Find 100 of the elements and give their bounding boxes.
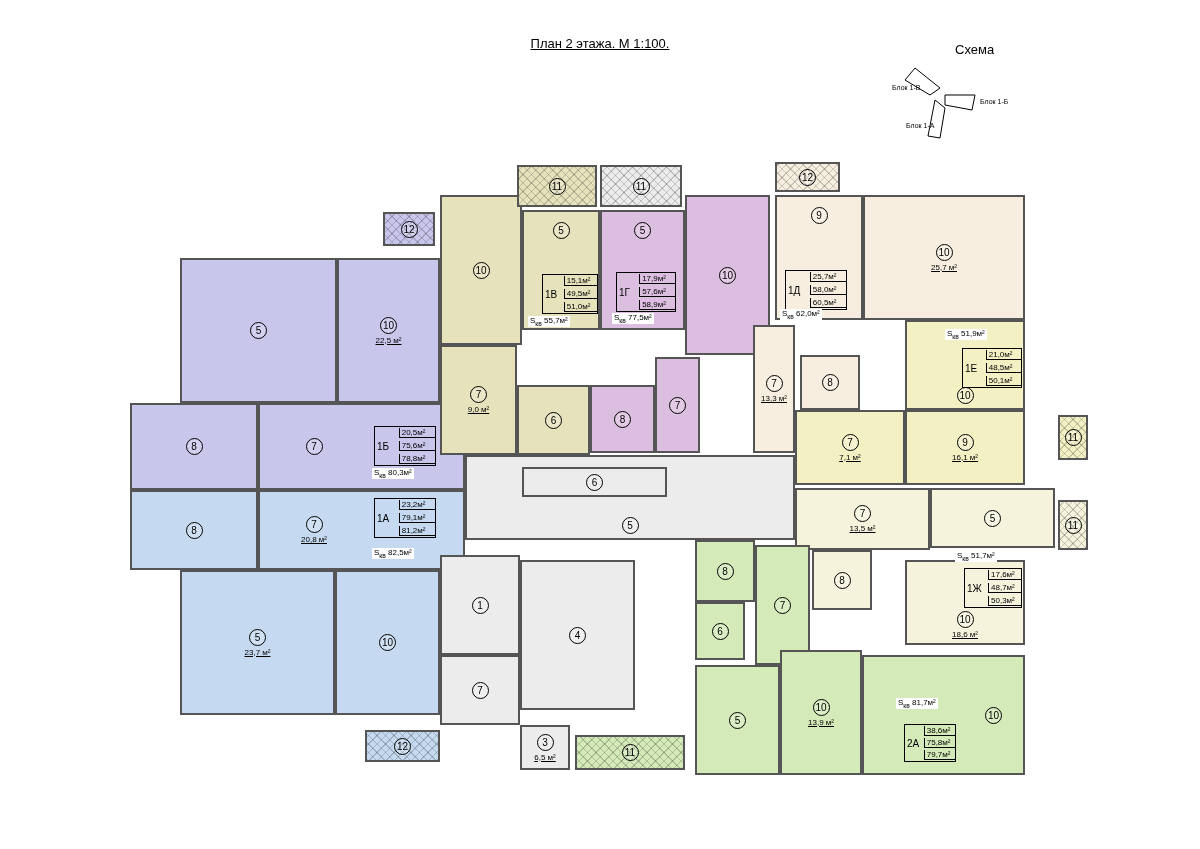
room-area-label: 7,1 м² <box>839 452 861 462</box>
room-area <box>180 570 335 715</box>
plan-title: План 2 этажа. М 1:100. <box>530 36 670 51</box>
common-area <box>520 725 570 770</box>
room-area <box>795 488 930 550</box>
room-number: 10 <box>472 261 490 279</box>
apartment-code: 2А <box>906 737 921 749</box>
room-area-label: 13,5 м² <box>849 524 876 533</box>
room-area <box>335 570 440 715</box>
room-number: 5 <box>250 322 267 339</box>
room-area-label: 13,3 м² <box>761 394 787 403</box>
room-area <box>600 210 685 330</box>
room-number: 10 <box>719 266 736 284</box>
room-area <box>130 403 258 490</box>
room-number: 11 <box>621 744 639 761</box>
room-number: 7 <box>471 681 489 699</box>
balcony-area <box>517 165 597 207</box>
apartment-code: 1Б <box>376 440 391 452</box>
room-area-label: 23,7 м² <box>244 647 271 657</box>
apartment-summary-table <box>374 498 436 538</box>
room-area <box>905 320 1025 410</box>
apartment-code: 1В <box>544 288 559 300</box>
balcony-area <box>575 735 685 770</box>
apartment-code: 1Д <box>787 284 802 296</box>
room-area <box>775 195 863 320</box>
area-value: 79,7м² <box>923 750 955 760</box>
area-value: 58,9м² <box>639 299 675 310</box>
room-number: 6 <box>711 622 729 640</box>
room-area <box>590 385 655 453</box>
room-number: 10 <box>956 387 974 404</box>
common-area <box>465 455 795 540</box>
room-area-label: 16,1 м² <box>952 452 978 462</box>
room-number: 9 <box>956 433 974 451</box>
room-number: 8 <box>614 410 631 428</box>
room-area <box>337 258 440 403</box>
total-area-label: S$_{кв}$ 51,7м² <box>955 551 997 562</box>
room-area <box>695 540 755 602</box>
room-number: 7 <box>765 375 783 392</box>
room-area-label: 25,7 м² <box>931 262 957 272</box>
balcony-area <box>383 212 435 246</box>
room-area-label: 22,5 м² <box>375 335 402 345</box>
balcony-area <box>365 730 440 762</box>
room-area <box>862 655 1025 775</box>
area-value: 23,2м² <box>398 500 435 511</box>
apartment-code: 1Ж <box>966 582 983 594</box>
total-area-label: S$_{кв}$ 51,9м² <box>945 329 987 340</box>
area-value: 58,0м² <box>809 285 846 295</box>
room-number: 12 <box>799 168 816 186</box>
total-area-label: S$_{кв}$ 55,7м² <box>528 316 570 327</box>
area-value: 25,7м² <box>809 272 846 283</box>
room-number: 6 <box>545 411 562 429</box>
room-area <box>695 665 780 775</box>
common-area <box>520 560 635 710</box>
room-area <box>930 488 1055 548</box>
balcony-area <box>1058 415 1088 460</box>
room-area-label: 9,0 м² <box>467 405 490 414</box>
room-area <box>753 325 795 453</box>
room-number: 5 <box>984 509 1001 527</box>
room-area <box>258 490 465 570</box>
total-area-label: S$_{кв}$ 82,5м² <box>372 548 414 559</box>
area-value: 50,1м² <box>985 375 1021 386</box>
common-area <box>440 555 520 655</box>
area-value: 17,6м² <box>988 570 1021 581</box>
room-number: 10 <box>380 316 397 334</box>
room-area-label: 20,8 м² <box>301 535 327 544</box>
area-value: 15,1м² <box>563 276 597 287</box>
area-value: 75,8м² <box>923 738 955 748</box>
room-area <box>905 560 1025 645</box>
area-value: 51,0м² <box>563 301 597 312</box>
room-area-label: 18,6 м² <box>952 630 978 639</box>
balcony-area <box>1058 500 1088 550</box>
room-number: 1 <box>471 596 489 614</box>
scheme-heading: Схема <box>955 42 995 57</box>
common-area <box>440 655 520 725</box>
room-number: 3 <box>536 733 554 751</box>
room-area <box>685 195 770 355</box>
room-number: 10 <box>812 698 830 716</box>
area-value: 79,1м² <box>398 513 435 523</box>
room-number: 8 <box>833 571 851 589</box>
room-number: 10 <box>379 634 396 651</box>
apartment-summary-table <box>962 348 1022 388</box>
room-area <box>258 403 465 490</box>
room-area <box>755 545 810 665</box>
balcony-area <box>775 162 840 192</box>
room-area <box>863 195 1025 320</box>
room-area <box>522 210 600 330</box>
total-area-label: S$_{кв}$ 62,0м² <box>780 309 822 320</box>
room-number: 11 <box>632 177 650 195</box>
area-value: 78,8м² <box>398 453 435 464</box>
room-area <box>800 355 860 410</box>
room-number: 11 <box>1064 516 1082 534</box>
total-area-label: S$_{кв}$ 77,5м² <box>612 313 654 324</box>
room-number: 7 <box>841 433 859 451</box>
room-number: 7 <box>774 596 791 614</box>
room-number: 6 <box>586 473 603 491</box>
apartment-code: 1Е <box>964 362 979 374</box>
area-value: 20,5м² <box>398 428 435 439</box>
room-area <box>905 410 1025 485</box>
apartment-summary-table <box>616 272 676 312</box>
area-value: 17,9м² <box>639 274 675 285</box>
